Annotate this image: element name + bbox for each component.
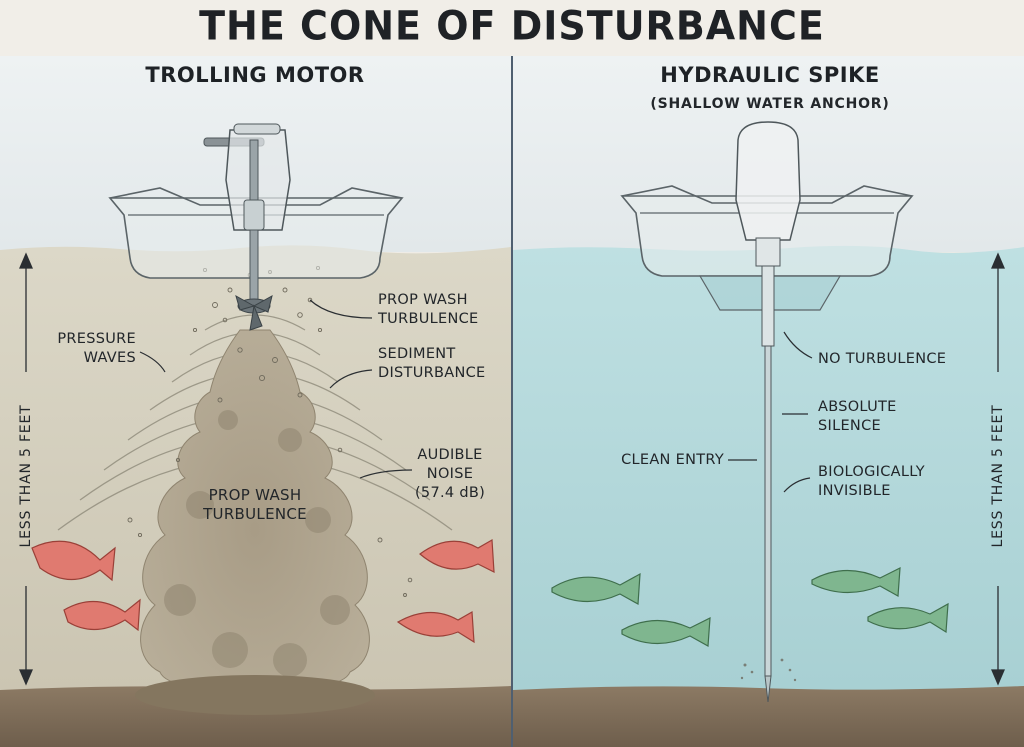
right-panel	[513, 56, 1024, 747]
calm-fish	[811, 566, 901, 597]
audible-noise-callout: AUDIBLE NOISE (57.4 dB)	[414, 447, 486, 501]
left-depth-arrow	[19, 252, 33, 686]
prop-wash-callout: PROP WASH TURBULENCE	[378, 292, 479, 327]
biologically-invisible-callout: BIOLOGICALLY INVISIBLE	[818, 464, 925, 499]
left-lakebed	[0, 686, 511, 747]
left-panel	[0, 56, 511, 747]
left-leader-lines	[139, 299, 413, 479]
title-band	[0, 0, 1024, 56]
right-panel-subheading: (SHALLOW WATER ANCHOR)	[650, 96, 890, 112]
calm-fish	[867, 602, 949, 634]
right-depth-arrow	[991, 252, 1005, 686]
calm-fish	[551, 572, 641, 605]
no-turbulence-callout: NO TURBULENCE	[818, 351, 947, 367]
clean-entry-callout: CLEAN ENTRY	[621, 452, 724, 468]
calm-fish-group	[551, 566, 949, 647]
pressure-waves-callout: PRESSURE WAVES	[57, 331, 136, 366]
calm-fish	[621, 616, 711, 647]
page-title: THE CONE OF DISTURBANCE	[199, 2, 825, 50]
sediment-mound	[135, 675, 375, 715]
sediment-bumps	[164, 410, 350, 677]
left-depth-label: LESS THAN 5 FEET	[18, 404, 34, 548]
stressed-fish-group	[31, 539, 495, 644]
stressed-fish	[63, 598, 141, 632]
hydraulic-spike	[735, 121, 801, 703]
stressed-fish	[419, 539, 495, 574]
sediment-disturbance-callout: SEDIMENT DISTURBANCE	[378, 346, 486, 381]
absolute-silence-callout: ABSOLUTE SILENCE	[818, 399, 897, 434]
right-panel-heading: HYDRAULIC SPIKE	[660, 63, 880, 87]
right-depth-label: LESS THAN 5 FEET	[990, 404, 1006, 548]
right-leader-lines	[728, 331, 813, 493]
left-panel-heading: TROLLING MOTOR	[145, 63, 365, 87]
spike-sediment-dots	[740, 658, 797, 682]
prop-wash-cloud-label: PROP WASH TURBULENCE	[203, 486, 307, 523]
stressed-fish	[31, 540, 116, 582]
right-lakebed	[513, 686, 1024, 747]
trolling-motor	[203, 123, 291, 331]
stressed-fish	[396, 611, 475, 644]
